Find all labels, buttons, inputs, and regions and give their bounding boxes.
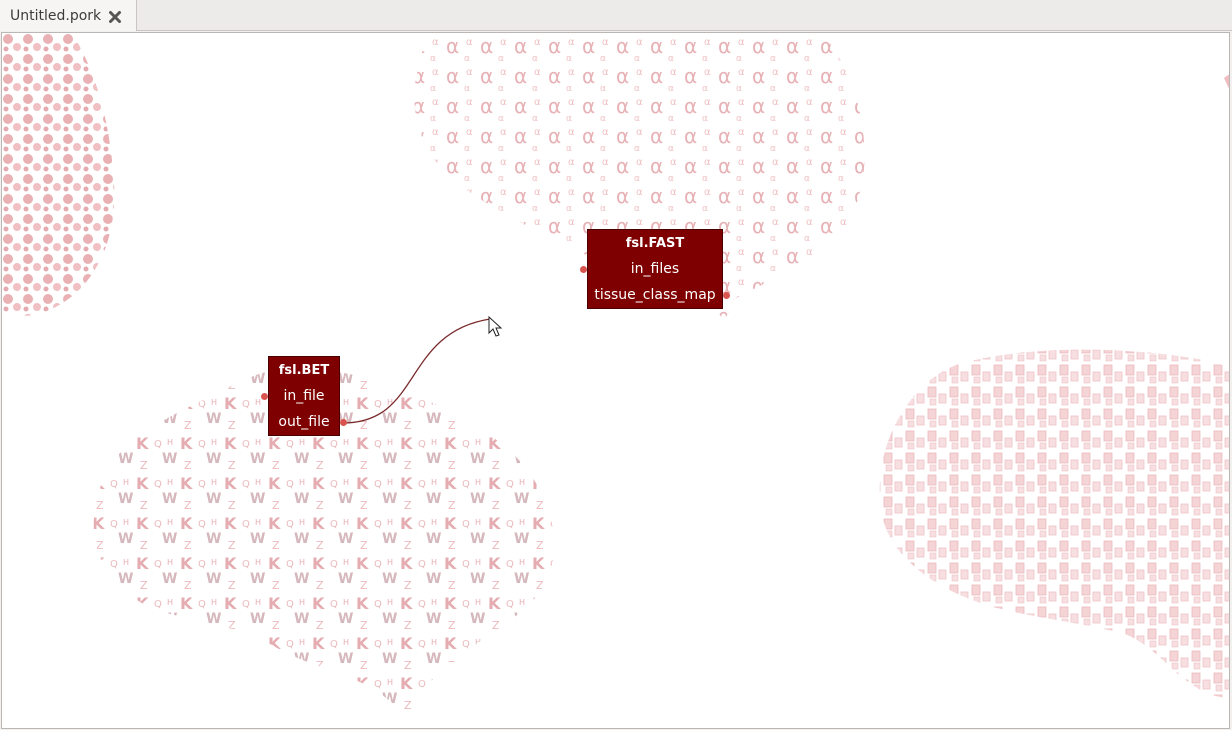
- mouse-pointer-icon: [488, 315, 503, 337]
- output-port[interactable]: [723, 292, 730, 299]
- output-port-label: tissue_class_map: [594, 287, 716, 303]
- output-port[interactable]: [340, 419, 347, 426]
- input-port[interactable]: [580, 266, 587, 273]
- tab-untitled-pork[interactable]: Untitled.pork: [0, 0, 137, 31]
- pipeline-canvas[interactable]: K Q W Z H α α α: [1, 32, 1230, 729]
- node-fsl-bet[interactable]: fsl.BET in_file out_file: [268, 356, 340, 436]
- connection-wire: [342, 318, 491, 424]
- tab-label: Untitled.pork: [10, 7, 102, 24]
- input-port[interactable]: [261, 393, 268, 400]
- node-title: fsl.BET: [278, 363, 330, 378]
- input-port-label: in_file: [283, 388, 325, 404]
- input-port-label: in_files: [630, 261, 680, 277]
- brain-watermark: K Q W Z H α α α: [2, 33, 1229, 717]
- node-fsl-fast[interactable]: fsl.FAST in_files tissue_class_map: [587, 229, 723, 309]
- node-title: fsl.FAST: [625, 236, 685, 251]
- tab-bar: Untitled.pork: [0, 0, 1232, 31]
- output-port-label: out_file: [278, 414, 330, 430]
- close-icon[interactable]: [108, 9, 122, 23]
